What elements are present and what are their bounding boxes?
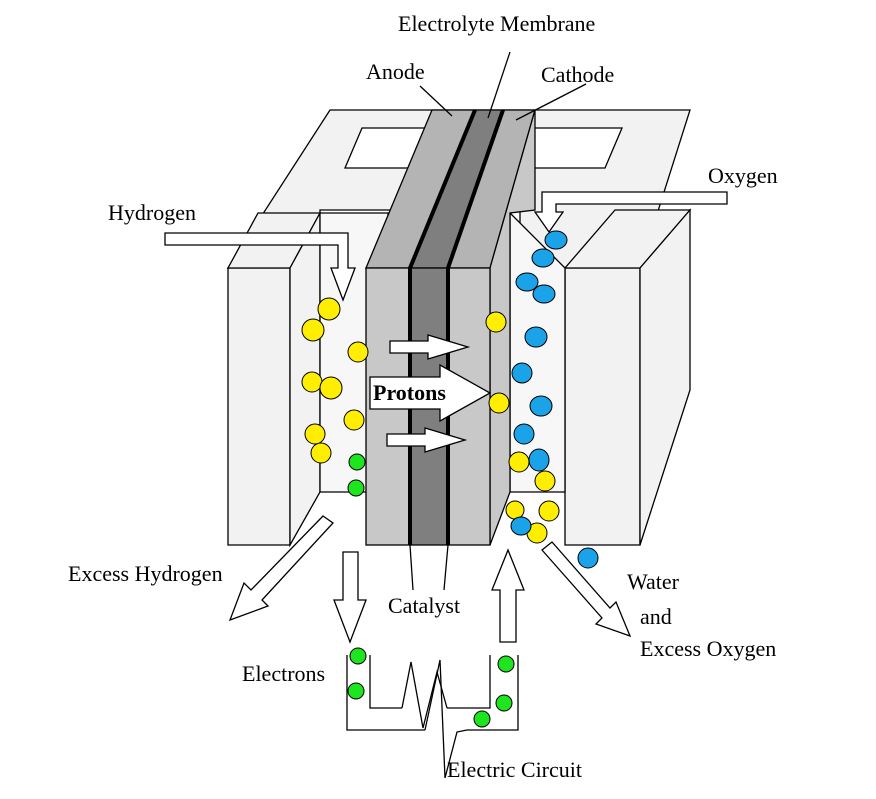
oxygen-molecule xyxy=(528,448,550,472)
electron-up-arrow xyxy=(491,548,525,643)
circuit-inner-right xyxy=(447,655,491,709)
hydrogen-molecule xyxy=(538,500,560,522)
resistor-zigzag-top xyxy=(401,661,448,729)
hydrogen-molecule xyxy=(488,392,510,414)
label-cathode: Cathode xyxy=(541,62,614,87)
label-excess-hydrogen: Excess Hydrogen xyxy=(68,561,223,586)
label-hydrogen: Hydrogen xyxy=(108,200,196,225)
oxygen-molecule xyxy=(531,248,555,268)
label-catalyst: Catalyst xyxy=(388,593,460,618)
flow-arrows xyxy=(164,191,728,644)
electric-circuit xyxy=(346,655,519,779)
hydrogen-molecule xyxy=(317,297,341,321)
electron xyxy=(473,710,491,728)
electron xyxy=(495,694,513,712)
label-electrons: Electrons xyxy=(242,661,325,686)
hydrogen-molecule xyxy=(534,470,556,492)
electron-particles xyxy=(347,453,515,728)
label-electrolyte-membrane: Electrolyte Membrane xyxy=(398,11,595,36)
oxygen-molecule xyxy=(532,284,556,304)
label-anode: Anode xyxy=(366,59,425,84)
catalyst-layers xyxy=(408,109,505,545)
hydrogen-molecule xyxy=(301,318,325,342)
hydrogen-molecule xyxy=(508,451,530,473)
label-leaders xyxy=(419,51,587,121)
hydrogen-molecule xyxy=(319,376,343,400)
circuit-right-wire xyxy=(467,655,519,731)
label-water: Water xyxy=(627,569,680,594)
oxygen-molecule xyxy=(524,326,548,348)
electron xyxy=(349,647,367,665)
hydrogen-molecule xyxy=(485,311,507,333)
hydrogen-molecule xyxy=(301,371,323,393)
resistor-zigzag-bottom xyxy=(424,659,468,779)
label-excess-oxygen: Excess Oxygen xyxy=(640,636,776,661)
hydrogen-molecules xyxy=(301,297,560,544)
electron xyxy=(348,453,366,471)
oxygen-molecule xyxy=(510,516,532,536)
oxygen-molecule xyxy=(511,362,533,384)
hydrogen-inlet-arrow xyxy=(164,232,356,302)
label-protons: Protons xyxy=(373,380,446,405)
electron-down-arrow xyxy=(333,551,367,644)
water-oxygen-exit-arrow xyxy=(541,541,632,638)
excess-hydrogen-arrow xyxy=(228,515,334,622)
electrode-assembly xyxy=(365,109,536,546)
catalyst-leaders xyxy=(409,544,449,591)
oxygen-molecule xyxy=(515,272,539,292)
oxygen-molecule xyxy=(577,547,599,569)
oxygen-molecule xyxy=(529,395,553,417)
oxygen-inlet-arrow xyxy=(533,191,728,234)
electron xyxy=(347,682,365,700)
oxygen-molecule xyxy=(544,230,568,250)
hydrogen-molecule xyxy=(310,442,332,464)
hydrogen-molecule xyxy=(343,409,365,431)
proton-arrow-top xyxy=(389,334,471,360)
hydrogen-molecule xyxy=(304,423,326,445)
proton-arrow-main xyxy=(369,363,492,423)
proton-arrow-bottom xyxy=(386,427,468,453)
label-and: and xyxy=(640,604,672,629)
label-electric-circuit: Electric Circuit xyxy=(447,757,582,782)
circuit-inner-left xyxy=(369,655,402,709)
hydrogen-molecule xyxy=(347,341,369,363)
electron xyxy=(347,479,365,497)
circuit-left-wire xyxy=(346,655,425,731)
label-oxygen: Oxygen xyxy=(708,163,778,188)
hydrogen-molecule xyxy=(505,500,525,520)
oxygen-molecule xyxy=(513,423,535,445)
electron xyxy=(497,655,515,673)
oxygen-molecules xyxy=(510,230,599,569)
